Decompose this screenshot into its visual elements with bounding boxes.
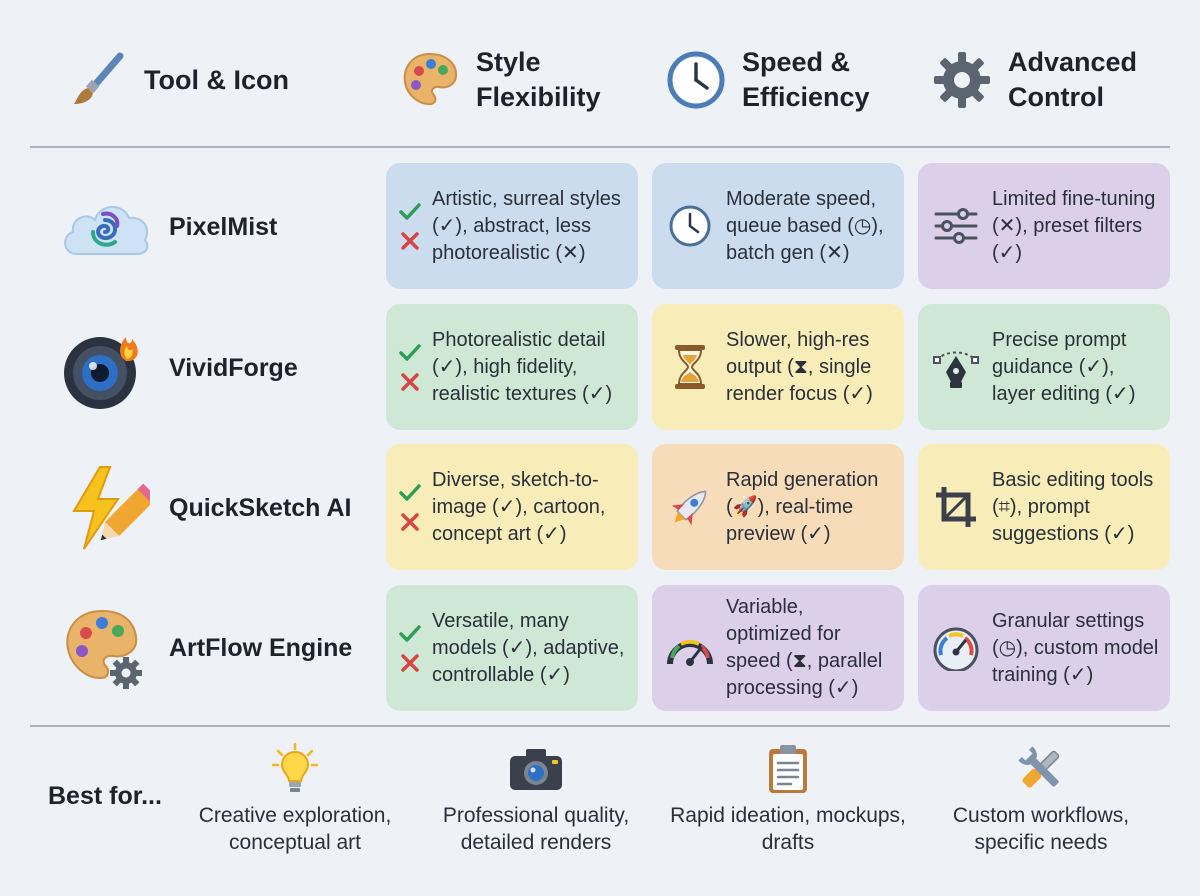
- cell-text: Basic editing tools (⌗), prompt suggesti…: [992, 468, 1154, 545]
- clock-icon: [664, 200, 716, 252]
- clipboard-icon: [668, 742, 908, 796]
- cell-artflow-speed: Variable, optimized for speed (⧗, parall…: [652, 585, 904, 711]
- rocket-icon: [664, 481, 716, 533]
- cross-icon: [398, 651, 422, 675]
- header-tool: Tool & Icon: [66, 40, 289, 120]
- header-divider: [30, 146, 1170, 148]
- best-for-text: Custom workflows, specific needs: [952, 804, 1130, 854]
- lightning-pencil-icon: [55, 458, 155, 558]
- speedometer-icon: [664, 622, 716, 674]
- tool-name: QuickSketch AI: [169, 493, 352, 522]
- cell-text: Rapid generation (🚀), real-time preview …: [726, 468, 879, 545]
- cell-pixelmist-style: Artistic, surreal styles (✓), abstract, …: [386, 163, 638, 289]
- header-control: Advanced Control: [930, 40, 1137, 120]
- clock-icon: [664, 48, 728, 112]
- camera-lens-fire-icon: [55, 318, 155, 418]
- best-for-text: Creative exploration, conceptual art: [198, 804, 392, 854]
- crop-icon: [930, 481, 982, 533]
- header-speed: Speed & Efficiency: [664, 40, 870, 120]
- best-for-text: Rapid ideation, mockups, drafts: [670, 804, 906, 854]
- cell-text: Diverse, sketch-to-image (✓), cartoon, c…: [432, 468, 606, 545]
- cell-quicksketch-speed: Rapid generation (🚀), real-time preview …: [652, 444, 904, 570]
- cell-text: Slower, high-res output (⧗, single rende…: [726, 328, 873, 405]
- best-for-vividforge: Professional quality, detailed renders: [416, 742, 656, 856]
- header-tool-label: Tool & Icon: [144, 64, 289, 95]
- gauge-icon: [930, 622, 982, 674]
- footer-divider: [30, 725, 1170, 727]
- tool-name: ArtFlow Engine: [169, 633, 353, 662]
- check-cross-marks: [398, 199, 422, 253]
- cell-text: Variable, optimized for speed (⧗, parall…: [726, 596, 883, 699]
- cell-text: Granular settings (◷), custom model trai…: [992, 609, 1159, 686]
- cell-text: Moderate speed, queue based (◷), batch g…: [726, 187, 884, 264]
- check-icon: [398, 480, 422, 504]
- best-for-artflow: Custom workflows, specific needs: [921, 742, 1161, 856]
- tool-name: VividForge: [169, 353, 298, 382]
- cross-icon: [398, 510, 422, 534]
- lightbulb-icon: [175, 742, 415, 796]
- paintbrush-icon: [66, 48, 130, 112]
- check-cross-marks: [398, 340, 422, 394]
- tool-quicksketch: QuickSketch AI: [55, 444, 351, 572]
- check-icon: [398, 621, 422, 645]
- best-for-text: Professional quality, detailed renders: [442, 804, 630, 854]
- best-for-label: Best for...: [48, 782, 162, 810]
- cell-text: Limited fine-tuning (✕), preset filters …: [992, 187, 1156, 264]
- gear-icon: [930, 48, 994, 112]
- wrench-screwdriver-icon: [921, 742, 1161, 796]
- palette-icon: [398, 48, 462, 112]
- cell-text: Versatile, many models (✓), adaptive, co…: [432, 609, 625, 686]
- header-speed-label: Speed & Efficiency: [742, 47, 870, 112]
- tool-vividforge: VividForge: [55, 304, 298, 432]
- check-icon: [398, 340, 422, 364]
- tool-name: PixelMist: [169, 212, 278, 241]
- cell-text: Precise prompt guidance (✓), layer editi…: [992, 328, 1136, 405]
- check-cross-marks: [398, 480, 422, 534]
- cell-vividforge-style: Photorealistic detail (✓), high fidelity…: [386, 304, 638, 430]
- camera-icon: [416, 742, 656, 796]
- tool-artflow: ArtFlow Engine: [55, 584, 352, 712]
- best-for-pixelmist: Creative exploration, conceptual art: [175, 742, 415, 856]
- cell-text: Photorealistic detail (✓), high fidelity…: [432, 328, 613, 405]
- header-control-label: Advanced Control: [1008, 47, 1138, 112]
- palette-gear-icon: [55, 598, 155, 698]
- header-style-label: Style Flexibility: [476, 47, 601, 112]
- header-style: Style Flexibility: [398, 40, 601, 120]
- cell-quicksketch-style: Diverse, sketch-to-image (✓), cartoon, c…: [386, 444, 638, 570]
- cell-vividforge-speed: Slower, high-res output (⧗, single rende…: [652, 304, 904, 430]
- cell-pixelmist-control: Limited fine-tuning (✕), preset filters …: [918, 163, 1170, 289]
- cell-quicksketch-control: Basic editing tools (⌗), prompt suggesti…: [918, 444, 1170, 570]
- pen-tool-icon: [930, 341, 982, 393]
- hourglass-icon: [664, 341, 716, 393]
- cross-icon: [398, 370, 422, 394]
- cell-pixelmist-speed: Moderate speed, queue based (◷), batch g…: [652, 163, 904, 289]
- cell-artflow-style: Versatile, many models (✓), adaptive, co…: [386, 585, 638, 711]
- cell-artflow-control: Granular settings (◷), custom model trai…: [918, 585, 1170, 711]
- cross-icon: [398, 229, 422, 253]
- cell-vividforge-control: Precise prompt guidance (✓), layer editi…: [918, 304, 1170, 430]
- cell-text: Artistic, surreal styles (✓), abstract, …: [432, 187, 621, 264]
- best-for-quicksketch: Rapid ideation, mockups, drafts: [668, 742, 908, 856]
- check-cross-marks: [398, 621, 422, 675]
- cloud-swirl-icon: [55, 177, 155, 277]
- sliders-icon: [930, 200, 982, 252]
- tool-pixelmist: PixelMist: [55, 163, 277, 291]
- check-icon: [398, 199, 422, 223]
